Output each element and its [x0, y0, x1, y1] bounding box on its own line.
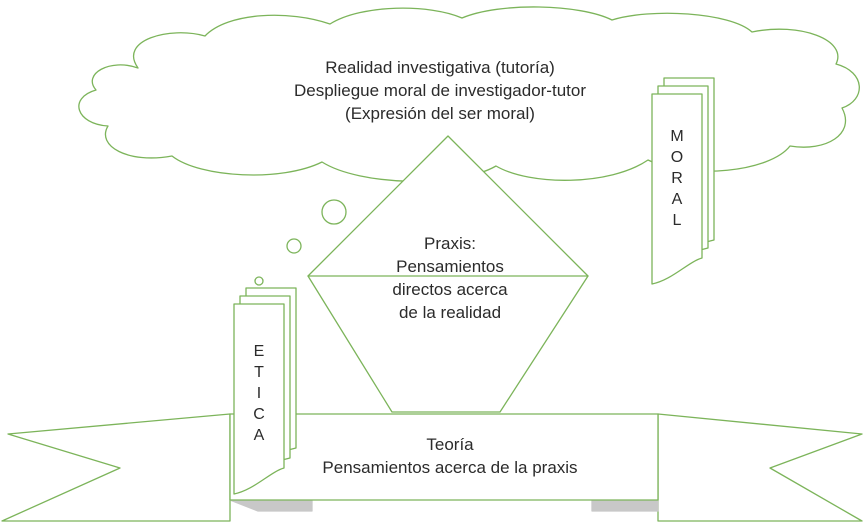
cloud-line-2: Despliegue moral de investigador-tutor [294, 81, 586, 100]
ribbon-center [229, 413, 659, 501]
thought-bubble-small [254, 276, 264, 286]
etica-document-stack [233, 287, 297, 495]
praxis-line-2: Pensamientos [396, 257, 504, 276]
etica-letter: C [253, 406, 265, 423]
teoria-line-2: Pensamientos acerca de la praxis [322, 458, 578, 477]
moral-letter: L [672, 212, 682, 229]
moral-letter: A [671, 191, 683, 208]
ribbon-fold-right [591, 499, 659, 512]
moral-label: M O R A L [662, 126, 692, 231]
ribbon-left-tail [1, 413, 231, 522]
praxis-line-1: Praxis: [424, 234, 476, 253]
ribbon-fold-left [229, 499, 313, 512]
praxis-text: Praxis: Pensamientos directos acerca de … [370, 232, 530, 324]
praxis-line-4: de la realidad [398, 303, 502, 322]
cloud-line-3: (Expresión del ser moral) [345, 104, 535, 123]
moral-document-stack [651, 77, 715, 285]
etica-letter: E [253, 343, 265, 360]
praxis-line-3: directos acerca [392, 280, 508, 299]
teoria-ribbon [1, 413, 863, 522]
teoria-line-1: Teoría [426, 435, 474, 454]
moral-letter: M [670, 128, 684, 145]
thought-bubble-medium [286, 238, 302, 254]
teoria-text: Teoría Pensamientos acerca de la praxis [280, 433, 620, 479]
cloud-text: Realidad investigativa (tutoría) Desplie… [200, 56, 680, 125]
etica-page-front [233, 303, 285, 495]
etica-label: E T I C A [244, 341, 274, 446]
moral-page-front [651, 93, 703, 285]
etica-letter: T [254, 364, 264, 381]
etica-letter: I [256, 385, 262, 402]
ribbon-right-tail [657, 413, 863, 522]
praxis-diamond [307, 135, 589, 413]
cloud-line-1: Realidad investigativa (tutoría) [325, 58, 555, 77]
moral-letter: O [670, 149, 684, 166]
diamond-outline [307, 135, 589, 413]
moral-letter: R [671, 170, 683, 187]
etica-letter: A [253, 427, 265, 444]
thought-bubble-large [321, 199, 347, 225]
